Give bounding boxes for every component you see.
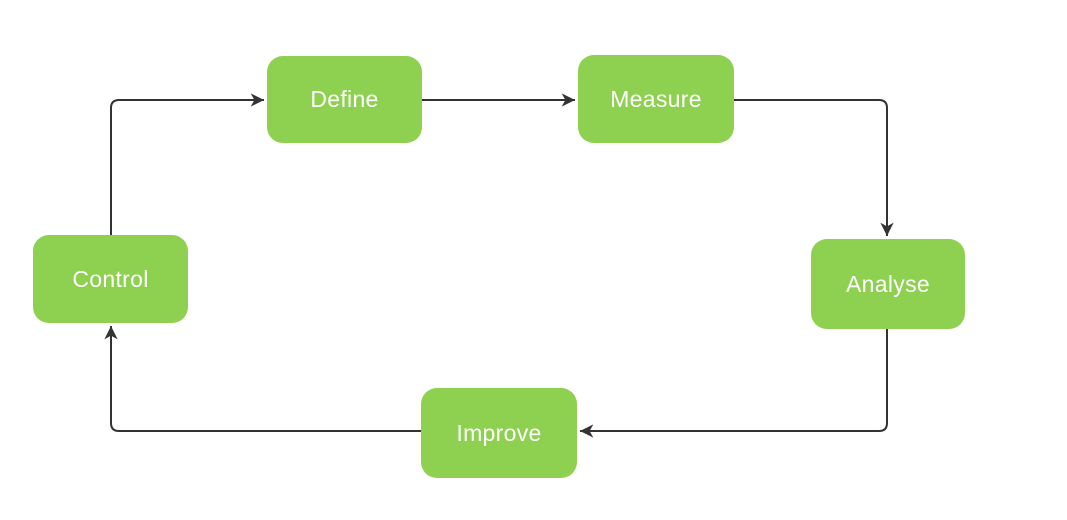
node-measure: Measure — [578, 55, 734, 143]
node-define-label: Define — [310, 86, 379, 112]
edge-improve-to-control — [104, 326, 421, 432]
node-analyse-label: Analyse — [846, 270, 930, 297]
edge-measure-to-analyse — [734, 99, 894, 236]
node-control: Control — [33, 235, 188, 323]
node-measure-label: Measure — [610, 85, 702, 112]
node-analyse: Analyse — [811, 239, 965, 329]
node-define: Define — [267, 56, 422, 143]
node-improve: Improve — [421, 388, 577, 478]
edge-control-to-define — [110, 93, 264, 235]
edge-analyse-to-improve — [580, 329, 888, 438]
node-control-label: Control — [72, 265, 149, 292]
node-improve-label: Improve — [456, 419, 542, 446]
